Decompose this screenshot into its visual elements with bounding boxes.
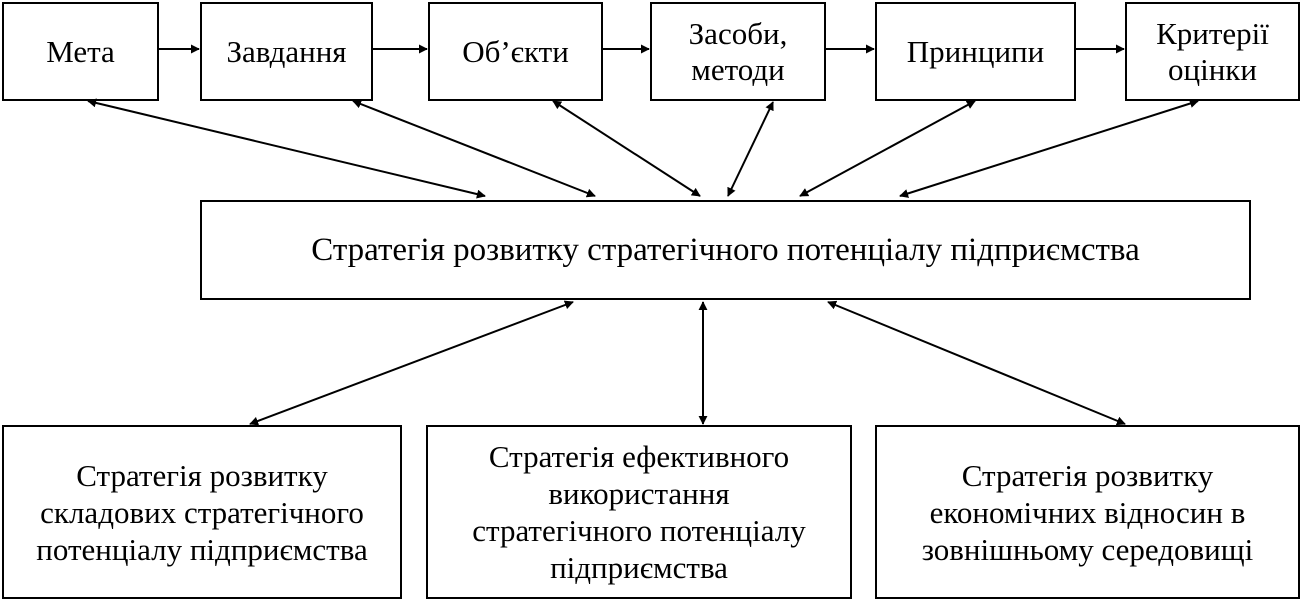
box-components-strategy: Стратегія розвитку складових стратегічно… bbox=[2, 425, 402, 599]
box-tasks: Завдання bbox=[200, 2, 373, 101]
box-components-strategy-label: Стратегія розвитку складових стратегічно… bbox=[36, 457, 368, 567]
arrow-objects-center bbox=[552, 100, 701, 197]
box-goal: Мета bbox=[2, 2, 159, 101]
box-principles-label: Принципи bbox=[906, 33, 1045, 69]
box-evaluation-criteria-label: Критерії оцінки bbox=[1156, 15, 1269, 87]
arrow-center-external-relations bbox=[827, 300, 1126, 426]
box-effective-use-strategy-label: Стратегія ефективного використання страт… bbox=[472, 439, 806, 585]
box-evaluation-criteria: Критерії оцінки bbox=[1125, 2, 1300, 101]
arrow-tasks-center bbox=[352, 99, 596, 198]
box-external-relations-strategy: Стратегія розвитку економічних відносин … bbox=[875, 425, 1300, 599]
arrow-center-components bbox=[249, 300, 574, 426]
box-means-methods: Засоби, методи bbox=[650, 2, 826, 101]
arrow-goal-center bbox=[87, 98, 486, 199]
box-tasks-label: Завдання bbox=[226, 33, 347, 69]
box-goal-label: Мета bbox=[46, 33, 115, 69]
box-objects: Об’єкти bbox=[428, 2, 603, 101]
box-means-methods-label: Засоби, методи bbox=[688, 15, 788, 87]
arrow-means-center bbox=[727, 101, 774, 197]
box-effective-use-strategy: Стратегія ефективного використання страт… bbox=[426, 425, 852, 599]
box-external-relations-strategy-label: Стратегія розвитку економічних відносин … bbox=[921, 457, 1254, 567]
box-principles: Принципи bbox=[875, 2, 1076, 101]
box-central-strategy: Стратегія розвитку стратегічного потенці… bbox=[200, 200, 1251, 300]
box-central-strategy-label: Стратегія розвитку стратегічного потенці… bbox=[311, 231, 1140, 268]
arrow-principles-center bbox=[799, 100, 976, 197]
arrow-criteria-center bbox=[899, 99, 1199, 198]
box-objects-label: Об’єкти bbox=[462, 33, 569, 69]
